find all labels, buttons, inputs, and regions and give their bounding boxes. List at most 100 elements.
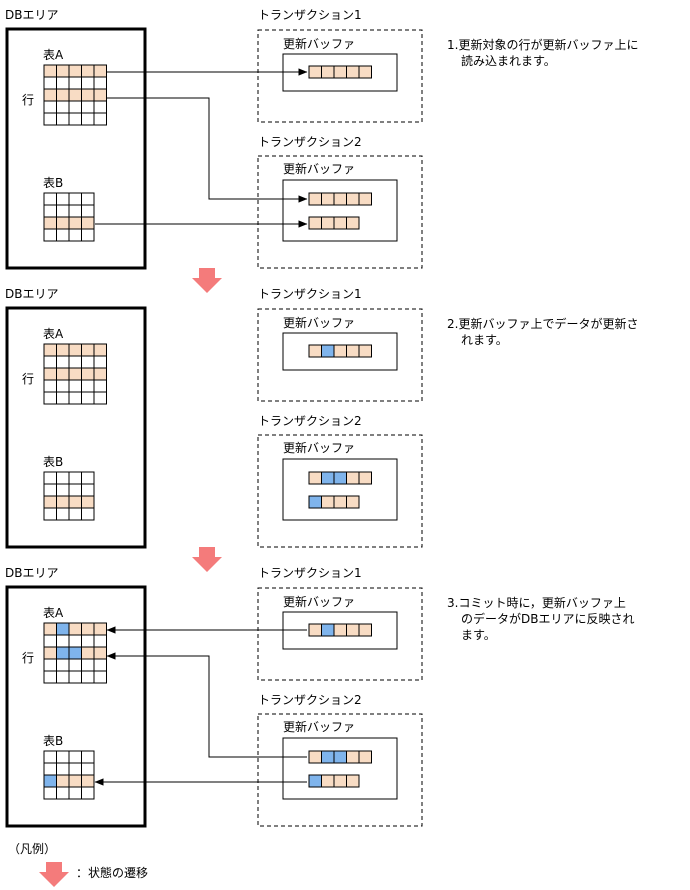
table-a-grid-cell	[43, 112, 57, 126]
table-b-grid-cell	[68, 216, 82, 230]
table-a-grid-cell	[68, 112, 82, 126]
table-b-grid	[43, 750, 95, 800]
table-a-grid-cell	[93, 634, 107, 648]
table-a-grid	[43, 64, 107, 126]
table-a-grid-cell	[81, 670, 95, 684]
tx2-buffer-row	[308, 495, 360, 509]
data-flow-arrow	[106, 652, 307, 758]
table-b-grid-cell	[81, 507, 95, 521]
step-description-line: のデータがDBエリアに反映され	[461, 611, 634, 626]
table-a-grid-cell	[68, 622, 82, 636]
table-b-grid-cell	[68, 762, 82, 776]
table-b-grid-cell	[43, 483, 57, 497]
state-transition-arrow	[192, 268, 222, 293]
tx1-buffer-box	[282, 332, 398, 371]
table-a-grid-cell	[43, 76, 57, 90]
tx2-buffer-row-cell	[346, 774, 360, 788]
table-b-grid-cell	[56, 774, 70, 788]
table-b-grid-cell	[56, 483, 70, 497]
table-b-grid-cell	[68, 471, 82, 485]
table-a-label: 表A	[43, 327, 64, 341]
row-label: 行	[22, 372, 34, 386]
table-a-grid-cell	[43, 100, 57, 114]
step-description-line: ます。	[461, 628, 496, 642]
table-a-grid-cell	[81, 112, 95, 126]
table-a-grid-cell	[56, 379, 70, 393]
table-a-grid-cell	[68, 88, 82, 102]
table-b-grid	[43, 471, 95, 521]
tx1-box	[257, 587, 423, 681]
table-b-grid-cell	[56, 762, 70, 776]
table-b-grid-cell	[68, 204, 82, 218]
tx1-buffer-row-cell	[333, 65, 347, 79]
tx2-buffer-box	[282, 458, 398, 521]
table-a-grid-cell	[81, 379, 95, 393]
table-b-label: 表B	[43, 176, 63, 190]
table-b-grid-cell	[43, 495, 57, 509]
table-a-grid-cell	[93, 391, 107, 405]
table-b-grid-cell	[43, 228, 57, 242]
tx1-buffer-row-cell	[308, 623, 322, 637]
table-b-grid-cell	[43, 786, 57, 800]
table-a-grid-cell	[81, 64, 95, 78]
table-a-label: 表A	[43, 48, 64, 62]
tx1-buffer-row-cell	[308, 344, 322, 358]
table-b-grid-cell	[68, 507, 82, 521]
tx2-buffer-row-cell	[333, 750, 347, 764]
table-b-grid-cell	[68, 192, 82, 206]
tx1-buffer-row	[308, 623, 372, 637]
tx2-buffer-row-cell	[321, 495, 335, 509]
tx1-buffer-row	[308, 344, 372, 358]
step-description-line: 1.更新対象の行が更新バッファ上に	[447, 37, 638, 52]
tx2-buffer-box	[282, 179, 398, 242]
table-a-grid-cell	[81, 355, 95, 369]
tx2-buffer-row-cell	[321, 471, 335, 485]
table-b-grid-cell	[43, 507, 57, 521]
table-a-grid-cell	[93, 76, 107, 90]
tx2-buffer-row	[308, 774, 360, 788]
tx2-buffer-row-cell	[358, 750, 372, 764]
tx2-buffer-row-cell	[308, 192, 322, 206]
table-b-grid-cell	[81, 483, 95, 497]
tx2-buffer-row	[308, 471, 372, 485]
table-a-grid-cell	[56, 646, 70, 660]
tx1-label: トランザクション1	[258, 8, 362, 22]
table-b-grid-cell	[68, 786, 82, 800]
table-a-grid-cell	[68, 100, 82, 114]
tx2-buffer-row-cell	[308, 216, 322, 230]
tx2-buffer-row	[308, 216, 360, 230]
table-b-grid-cell	[56, 507, 70, 521]
table-a-grid-cell	[43, 379, 57, 393]
step-description-line: 読み込まれます。	[461, 53, 556, 68]
row-label: 行	[22, 93, 34, 107]
tx2-buffer-row-cell	[346, 495, 360, 509]
tx2-buffer-row-cell	[358, 471, 372, 485]
tx1-buffer-row-cell	[333, 623, 347, 637]
tx1-buffer-label: 更新バッファ	[283, 594, 355, 609]
table-a-grid-cell	[43, 64, 57, 78]
table-a-grid-cell	[68, 379, 82, 393]
table-a-grid	[43, 343, 107, 405]
table-a-grid-cell	[81, 646, 95, 660]
tx2-box	[257, 155, 423, 269]
table-b-grid-cell	[68, 228, 82, 242]
table-b-grid-cell	[68, 750, 82, 764]
tx1-buffer-row-cell	[358, 65, 372, 79]
tx2-buffer-row-cell	[346, 216, 360, 230]
table-a-grid-cell	[93, 355, 107, 369]
table-a-grid-cell	[56, 355, 70, 369]
tx1-buffer-label: 更新バッファ	[283, 36, 355, 51]
table-a-grid-cell	[81, 634, 95, 648]
tx1-box	[257, 29, 423, 123]
tx2-buffer-row-cell	[321, 750, 335, 764]
table-a-grid-cell	[43, 355, 57, 369]
table-b-grid-cell	[81, 216, 95, 230]
tx2-label: トランザクション2	[258, 414, 362, 428]
panel-step2: DBエリア表A行表Bトランザクション1更新バッファトランザクション2更新バッファ…	[5, 287, 638, 549]
table-a-grid-cell	[68, 634, 82, 648]
table-a-grid-cell	[43, 367, 57, 381]
legend-transition-label: ：状態の遷移	[76, 865, 148, 880]
table-b-grid-cell	[81, 750, 95, 764]
tx2-buffer-row-cell	[333, 495, 347, 509]
table-b-label: 表B	[43, 455, 63, 469]
